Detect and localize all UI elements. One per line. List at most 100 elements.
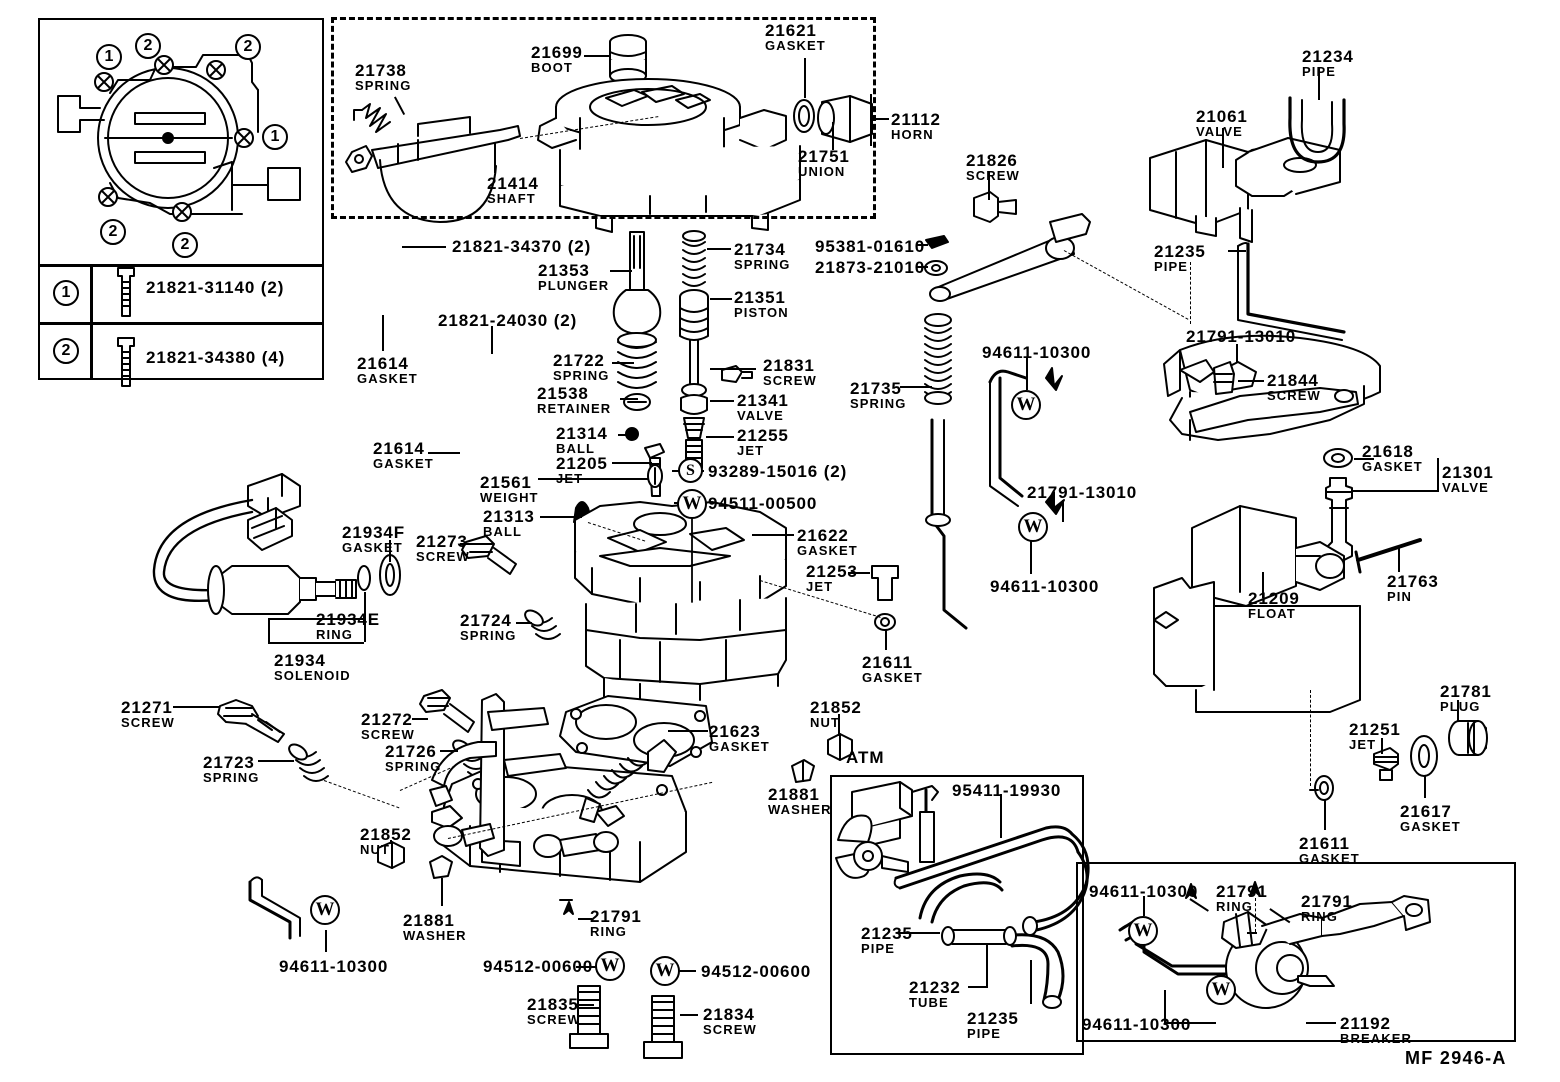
leader	[968, 986, 986, 988]
part-number: 21821-34370 (2)	[452, 237, 592, 256]
part-number: 21699	[531, 43, 583, 62]
part-label-94611-10300: 94611-10300	[990, 577, 1100, 596]
part-number: 21621	[765, 21, 817, 40]
marker-w: W	[1128, 916, 1158, 946]
leader	[916, 244, 928, 246]
part-name: JET	[556, 471, 584, 487]
part-number: 21253	[806, 562, 858, 581]
part-label-93289-15016-2-: 93289-15016 (2)	[708, 463, 847, 481]
legend-divider	[90, 264, 93, 380]
leader	[1236, 344, 1238, 362]
leader	[916, 266, 928, 268]
part-name: PIPE	[967, 1026, 1002, 1042]
part-number: 21934F	[342, 523, 406, 542]
part-number: 21735	[850, 379, 902, 398]
leader	[612, 462, 652, 464]
leader	[390, 840, 392, 844]
part-name: GASKET	[1299, 851, 1360, 867]
right-small-parts	[1310, 721, 1487, 800]
part-name: SCREW	[1267, 388, 1321, 404]
part-number: 21618	[1362, 442, 1414, 461]
leader	[364, 606, 366, 642]
leader	[1228, 250, 1246, 252]
part-label-21873-21010: 21873-21010	[815, 259, 925, 277]
leader	[1143, 896, 1145, 916]
part-number: 94611-10300	[279, 957, 389, 976]
part-name: BOOT	[531, 60, 573, 76]
callout-2c: 2	[100, 219, 126, 245]
part-name: PIPE	[861, 941, 896, 957]
leader	[268, 642, 364, 644]
legend-part-2: 21821-34380 (4)	[146, 348, 286, 367]
leader	[752, 534, 794, 536]
leader	[1238, 380, 1264, 382]
part-label-21791-13010: 21791-13010	[1186, 328, 1296, 346]
marker-s: S	[678, 458, 703, 483]
part-label-21821-34370-2-: 21821-34370 (2)	[452, 237, 592, 256]
leader	[1352, 490, 1438, 492]
part-name: NUT	[360, 842, 391, 858]
part-name: JET	[1349, 737, 1377, 753]
part-number: 21844	[1267, 371, 1319, 390]
leader	[441, 878, 443, 906]
legend-key-1: 1	[53, 280, 79, 306]
part-name: SPRING	[460, 628, 517, 644]
part-number: 21273	[416, 532, 468, 551]
part-name: FLOAT	[1248, 606, 1296, 622]
leader	[538, 478, 648, 480]
callout-2b: 2	[235, 34, 261, 60]
part-number: 94512-00600	[701, 962, 812, 981]
part-number: 94611-10300	[1082, 1015, 1192, 1034]
part-number: 21235	[1154, 242, 1206, 261]
legend-divider	[38, 264, 324, 267]
part-label-94611-10300: 94611-10300	[279, 957, 389, 976]
part-name: PLUNGER	[538, 278, 610, 294]
part-number: 21723	[203, 753, 255, 772]
part-label-95381-01610: 95381-01610	[815, 238, 925, 256]
part-name: RETAINER	[537, 401, 612, 417]
leader	[1318, 68, 1320, 100]
part-number: 21724	[460, 611, 512, 630]
leader	[710, 298, 732, 300]
part-name: SPRING	[203, 770, 260, 786]
part-name: SCREW	[763, 373, 817, 389]
part-name: SPRING	[355, 78, 412, 94]
leader	[706, 436, 734, 438]
leader	[610, 270, 632, 272]
atm-inset-box	[830, 775, 1084, 1055]
part-number: 21061	[1196, 107, 1248, 126]
part-name: GASKET	[765, 38, 826, 54]
part-number: 21852	[360, 825, 412, 844]
leader	[848, 572, 870, 574]
part-number: 21313	[483, 507, 535, 526]
leader	[804, 58, 806, 98]
part-number: 94611-10300	[990, 577, 1100, 596]
part-number: 21722	[553, 351, 605, 370]
leader	[1222, 128, 1224, 168]
part-name: NUT	[810, 715, 841, 731]
part-label-94611-10300: 94611-10300	[1082, 1015, 1192, 1034]
part-name: BALL	[556, 441, 596, 457]
leader	[986, 944, 988, 988]
part-number: 21791	[1301, 892, 1353, 911]
leader	[612, 362, 634, 364]
part-name: HORN	[891, 127, 934, 143]
leader	[618, 434, 632, 436]
part-name: VALVE	[1196, 124, 1243, 140]
part-number: 21852	[810, 698, 862, 717]
